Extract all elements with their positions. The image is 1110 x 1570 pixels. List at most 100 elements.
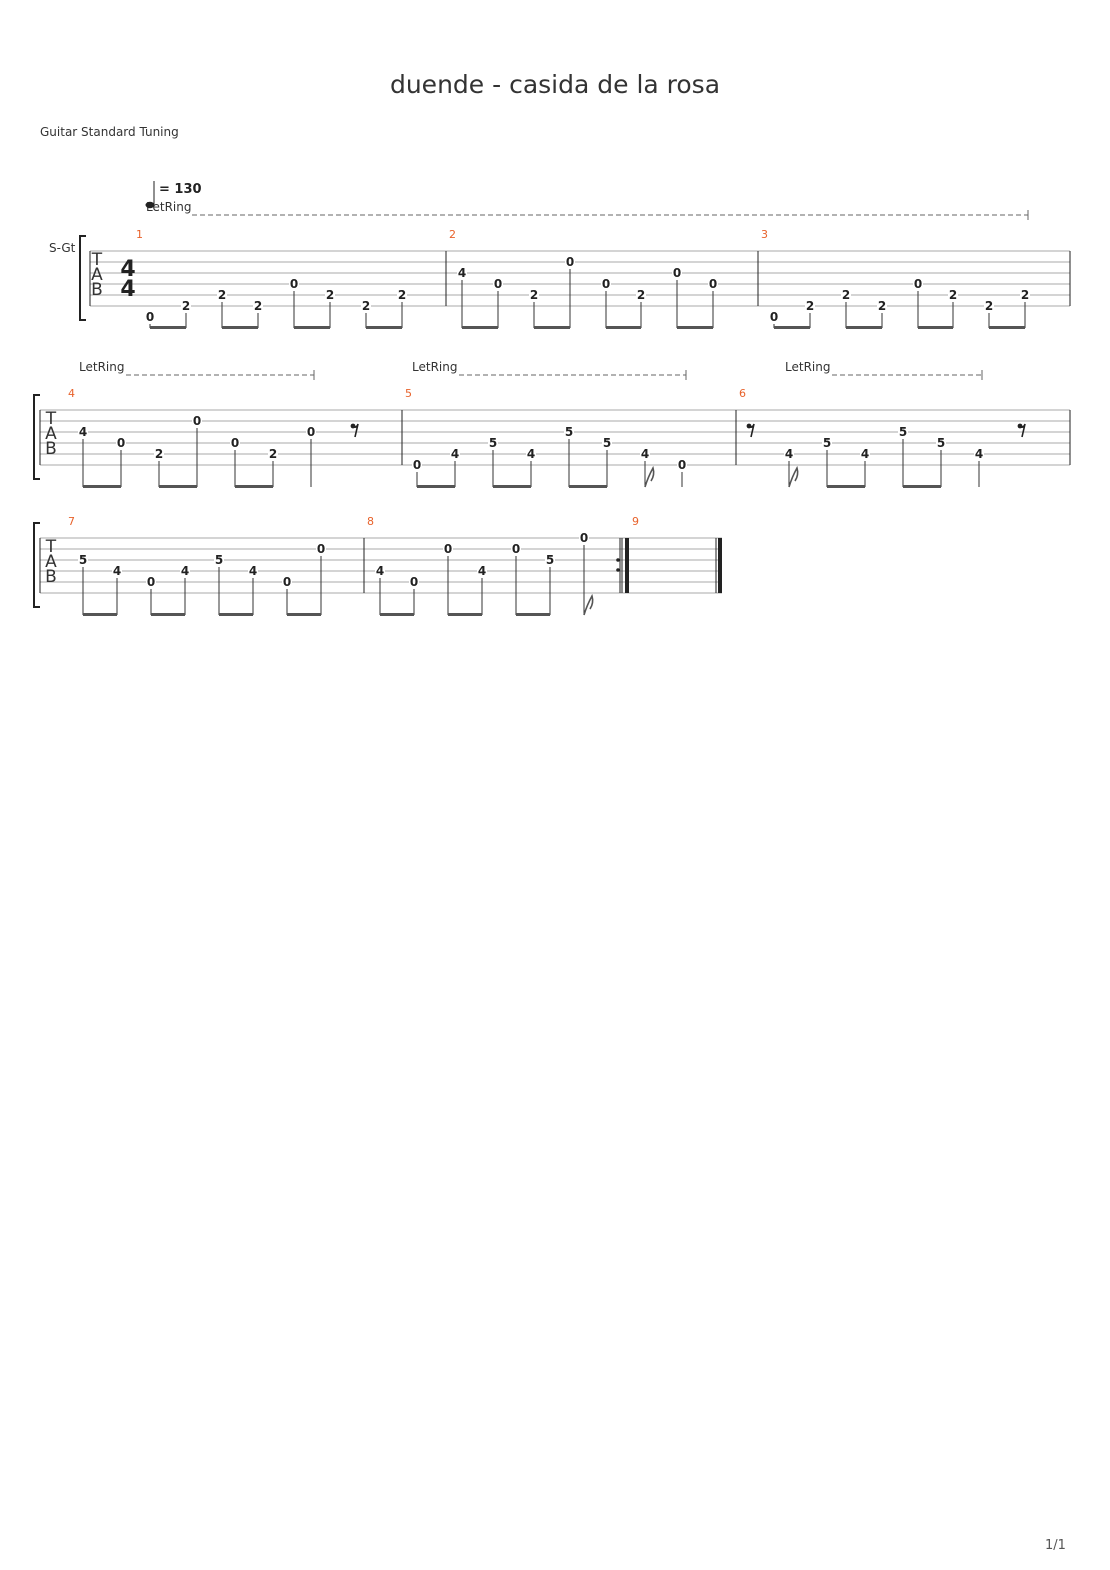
system-bracket <box>33 394 40 480</box>
fret-number: 0 <box>914 277 922 291</box>
fret-backdrop <box>316 543 326 555</box>
fret-number: 2 <box>326 288 334 302</box>
let-ring-label: LetRing <box>785 360 830 374</box>
fret-backdrop <box>145 311 155 323</box>
system-bracket <box>79 235 86 321</box>
fret-number: 0 <box>231 436 239 450</box>
fret-number: 0 <box>444 542 452 556</box>
measure-number: 3 <box>761 228 768 241</box>
beam <box>516 613 550 616</box>
fret-backdrop <box>898 426 908 438</box>
fret-number: 2 <box>398 288 406 302</box>
score-title: duende - casida de la rosa <box>389 70 721 99</box>
fret-number: 0 <box>290 277 298 291</box>
fret-backdrop <box>841 289 851 301</box>
track-label: S-Gt <box>49 241 76 255</box>
measure-number: 8 <box>367 515 374 528</box>
beam <box>606 326 641 329</box>
fret-backdrop <box>601 278 611 290</box>
fret-backdrop <box>769 311 779 323</box>
fret-backdrop <box>361 300 371 312</box>
fret-backdrop <box>948 289 958 301</box>
fret-backdrop <box>192 415 202 427</box>
beam <box>366 326 402 329</box>
tab-clef-letter: T <box>91 250 103 270</box>
tab-clef-letter: B <box>45 567 57 587</box>
fret-backdrop <box>412 459 422 471</box>
fret-backdrop <box>564 426 574 438</box>
fret-backdrop <box>529 289 539 301</box>
tab-clef-letter: T <box>45 409 57 429</box>
tab-clef-letter: B <box>45 439 57 459</box>
eighth-rest-stroke <box>352 423 359 438</box>
beam <box>151 613 185 616</box>
fret-number: 5 <box>899 425 907 439</box>
beam <box>83 613 117 616</box>
beam <box>287 613 321 616</box>
fret-number: 2 <box>878 299 886 313</box>
fret-backdrop <box>116 437 126 449</box>
fret-backdrop <box>217 289 227 301</box>
page-number: 1/1 <box>1045 1538 1066 1553</box>
eighth-rest-stroke <box>748 423 755 438</box>
fret-backdrop <box>579 532 589 544</box>
fret-number: 4 <box>451 447 459 461</box>
fret-number: 5 <box>215 553 223 567</box>
fret-number: 4 <box>861 447 869 461</box>
tempo-note-head <box>145 201 155 209</box>
fret-number: 4 <box>458 266 466 280</box>
fret-number: 0 <box>602 277 610 291</box>
measure-number: 1 <box>136 228 143 241</box>
fret-backdrop <box>230 437 240 449</box>
fret-number: 5 <box>603 436 611 450</box>
tab-clef-letter: A <box>91 265 103 285</box>
beam <box>159 485 197 488</box>
fret-backdrop <box>375 565 385 577</box>
fret-backdrop <box>253 300 263 312</box>
note-flag <box>644 465 655 488</box>
fret-backdrop <box>974 448 984 460</box>
fret-number: 5 <box>546 553 554 567</box>
fret-number: 0 <box>307 425 315 439</box>
beam <box>918 326 953 329</box>
fret-number: 5 <box>937 436 945 450</box>
beam <box>677 326 713 329</box>
beam <box>294 326 330 329</box>
fret-backdrop <box>860 448 870 460</box>
fret-backdrop <box>325 289 335 301</box>
fret-number: 0 <box>413 458 421 472</box>
repeat-dot <box>616 558 620 562</box>
fret-number: 2 <box>985 299 993 313</box>
eighth-rest-stroke <box>1019 423 1026 438</box>
fret-number: 0 <box>673 266 681 280</box>
fret-number: 0 <box>580 531 588 545</box>
fret-backdrop <box>443 543 453 555</box>
fret-number: 5 <box>823 436 831 450</box>
beam <box>569 485 607 488</box>
fret-backdrop <box>488 437 498 449</box>
fret-backdrop <box>397 289 407 301</box>
fret-backdrop <box>822 437 832 449</box>
fret-backdrop <box>636 289 646 301</box>
repeat-dot <box>616 568 620 572</box>
fret-backdrop <box>248 565 258 577</box>
fret-backdrop <box>146 576 156 588</box>
time-signature-numerator: 4 <box>120 257 135 282</box>
fret-backdrop <box>457 267 467 279</box>
fret-number: 4 <box>785 447 793 461</box>
fret-number: 0 <box>709 277 717 291</box>
fret-number: 5 <box>565 425 573 439</box>
beam <box>903 485 941 488</box>
fret-number: 4 <box>975 447 983 461</box>
fret-backdrop <box>1020 289 1030 301</box>
fret-backdrop <box>214 554 224 566</box>
fret-number: 2 <box>362 299 370 313</box>
fret-number: 2 <box>1021 288 1029 302</box>
fret-number: 0 <box>317 542 325 556</box>
fret-backdrop <box>511 543 521 555</box>
fret-backdrop <box>78 426 88 438</box>
fret-number: 0 <box>193 414 201 428</box>
fret-number: 5 <box>79 553 87 567</box>
measure-number: 9 <box>632 515 639 528</box>
tuning-label: Guitar Standard Tuning <box>40 125 179 139</box>
